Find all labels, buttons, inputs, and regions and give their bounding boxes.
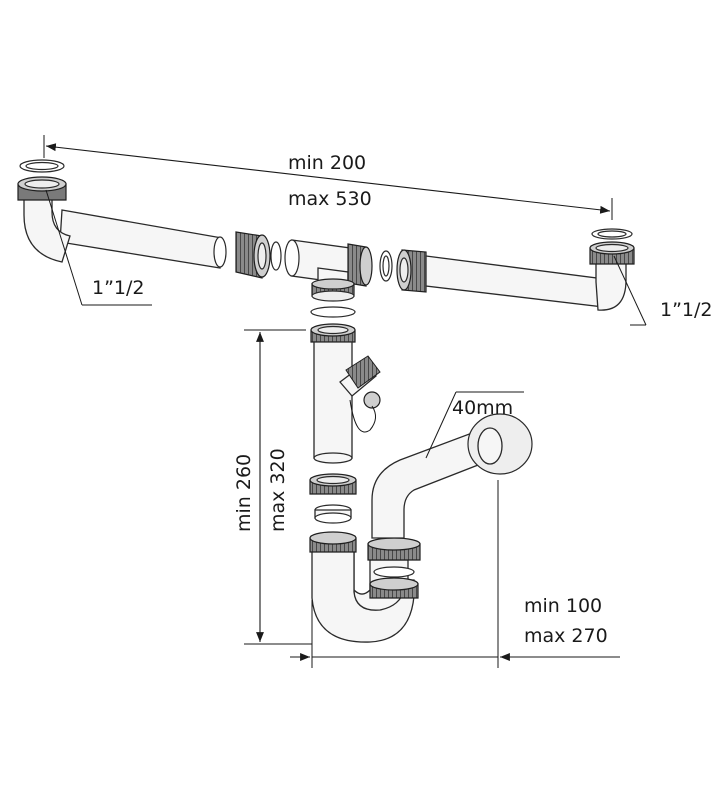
height-min-label: min 260 (233, 454, 255, 532)
middle-nut-washer (309, 473, 357, 524)
wall-offset-dimension (290, 480, 620, 668)
diameter-label: 40mm (452, 397, 513, 419)
wall-offset-max-label: max 270 (524, 625, 608, 647)
right-thread-label: 1”1/2 (660, 299, 713, 321)
left-inlet-arm (17, 159, 227, 269)
trap-body (309, 531, 421, 643)
height-dimension (244, 329, 312, 645)
tee-fitting (284, 239, 373, 302)
left-coupling-nut (235, 231, 282, 279)
right-thread-leader (613, 255, 647, 326)
top-span-dimension (43, 135, 613, 220)
height-max-label: max 320 (267, 448, 289, 532)
wall-offset-min-label: min 100 (524, 595, 602, 617)
right-inlet-arm (425, 228, 635, 311)
left-thread-leader (45, 189, 152, 306)
left-thread-label: 1”1/2 (92, 277, 145, 299)
tail-pipe (310, 306, 381, 464)
top-span-max-label: max 530 (288, 188, 372, 210)
right-coupling-nut (379, 249, 427, 293)
top-span-min-label: min 200 (288, 152, 366, 174)
wall-outlet-pipe (371, 413, 533, 539)
diameter-leader (425, 391, 524, 459)
